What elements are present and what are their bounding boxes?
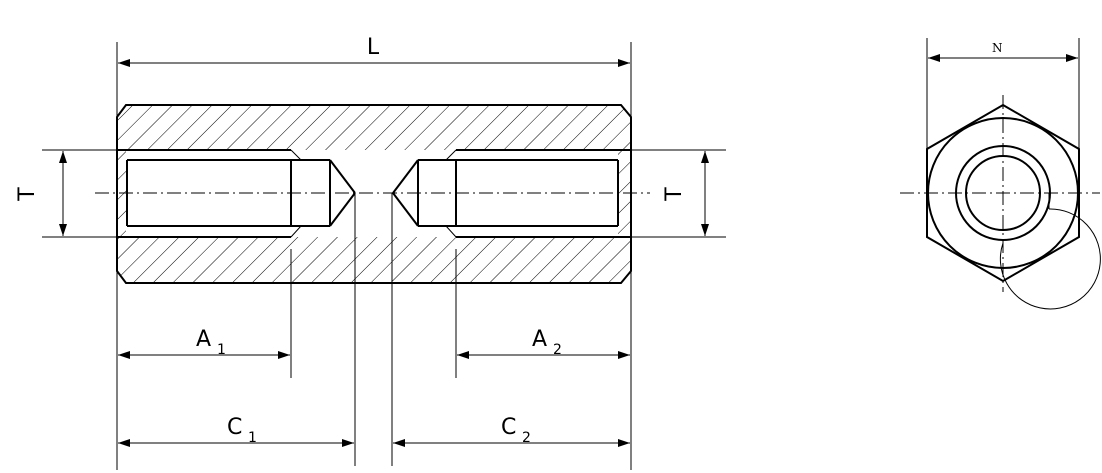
end-view: N	[900, 38, 1101, 310]
label-c2-sub: 2	[522, 430, 531, 446]
label-a2: A	[532, 327, 547, 352]
label-length: L	[367, 35, 380, 60]
section-view	[95, 104, 650, 284]
label-c1-sub: 1	[248, 430, 257, 446]
label-a2-sub: 2	[553, 342, 562, 358]
label-c2: C	[501, 415, 516, 440]
label-thread-right: T	[662, 187, 687, 202]
label-a1: A	[196, 327, 211, 352]
dimension-lines: L T T A 1 A 2 C 1 C 2	[15, 35, 726, 470]
label-thread-left: T	[15, 187, 40, 202]
thread-arc	[999, 208, 1101, 310]
label-c1: C	[227, 415, 242, 440]
label-a1-sub: 1	[217, 342, 226, 358]
label-across-flats: N	[992, 41, 1003, 55]
left-thread-bore	[117, 149, 356, 238]
